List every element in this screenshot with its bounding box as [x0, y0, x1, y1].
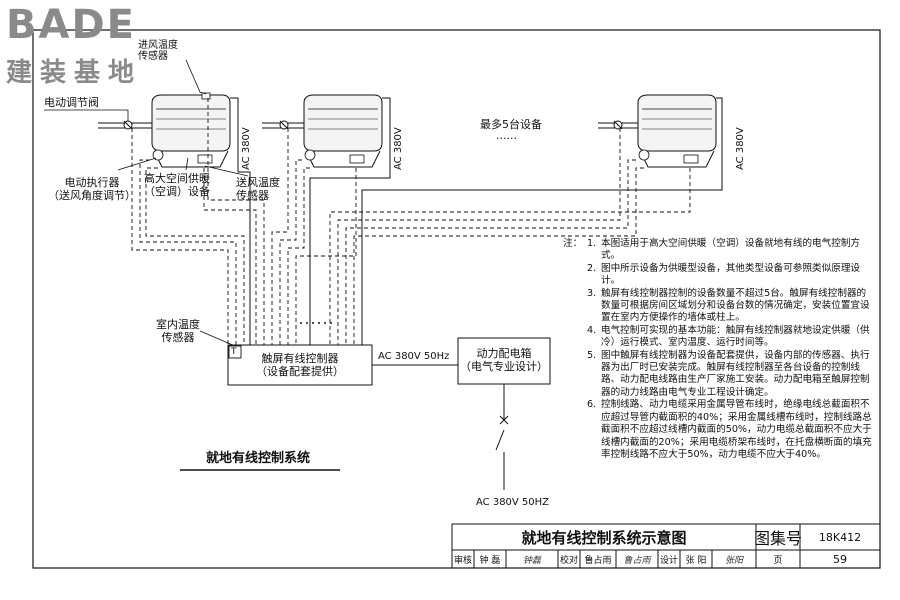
note-number: 6.: [587, 399, 597, 411]
ac380-label-2: AC 380V: [393, 127, 404, 170]
note-number: 1.: [587, 238, 597, 249]
drawing-title: 就地有线控制系统示意图: [521, 528, 687, 547]
designer-signature: 张阳: [724, 555, 743, 566]
check-label: 校对: [559, 555, 578, 566]
damper-pipe-3: [598, 120, 638, 130]
atlas-number: 18K412: [818, 530, 862, 544]
note-number: 5.: [587, 349, 597, 361]
intake-sensor-label: 进风温度 传感器: [138, 40, 178, 62]
ac380-label-3: AC 380V: [735, 127, 746, 170]
note-prefix: 注：: [563, 238, 583, 249]
review-label: 审核: [453, 555, 472, 566]
notes-block: 注： 1. 本图适用于高大空间供暖（空调）设备就地有线的电气控制方式。 2. 图中所示设…: [563, 238, 873, 461]
feed-label: AC 380V 50Hz: [378, 351, 450, 362]
power-box-label: 动力配电箱 （电气专业设计）: [460, 347, 548, 373]
note-item: 4. 电气控制可实现的基本功能：触屏有线控制器就地设定供暖（供冷）运行模式、室内温…: [563, 325, 873, 350]
title-block-grid: [451, 523, 881, 569]
note-text: 触屏有线控制器控制的设备数量不超过5台。触屏有线控制器的数量可根据房间区域划分和…: [601, 287, 870, 324]
max-devices-dots: ······: [496, 132, 517, 145]
note-number: 2.: [587, 262, 597, 274]
checker-signature: 鲁占雨: [623, 555, 651, 566]
power-risers: [230, 97, 723, 100]
note-text: 控制线路、动力电缆采用金属导管布线时，绝缘电线总截面积不应超过导管内截面积的40…: [601, 399, 872, 460]
note-text: 图中触屏有线控制器为设备配套提供，设备内部的传感器、执行器为出厂时已安装完成。触…: [601, 349, 870, 398]
heater-unit-1: [151, 92, 231, 168]
note-text: 图中所示设备为供暖型设备，其他类型设备可参照类似原理设计。: [601, 262, 861, 287]
reviewer-signature: 钟磊: [522, 555, 541, 566]
page-number: 59: [833, 552, 847, 566]
supply-line: [495, 384, 509, 490]
ac380-label-1: AC 380V: [241, 127, 252, 170]
note-text: 本图适用于高大空间供暖（空调）设备就地有线的电气控制方式。: [601, 238, 861, 262]
controller-label: 触屏有线控制器 （设备配套提供）: [256, 352, 344, 378]
actuator-label: 电动执行器 （送风角度调节）: [48, 176, 136, 202]
logo-latin: BADE: [6, 2, 136, 48]
reviewer-name: 钟 磊: [479, 555, 501, 566]
note-item: 6. 控制线路、动力电缆采用金属导管布线时，绝缘电线总截面积不应超过导管内截面积的…: [563, 399, 873, 461]
heater-unit-3: [637, 94, 717, 168]
heater-label: 高大空间供暖 （空调）设备: [144, 172, 210, 198]
atlas-label: 图集号: [754, 529, 803, 548]
note-prefix: [563, 350, 587, 400]
power-box: [457, 337, 551, 385]
note-number: 4.: [587, 324, 597, 336]
designer-name: 张 阳: [685, 555, 707, 566]
design-label: 设计: [659, 555, 678, 566]
damper-pipe-1: [98, 120, 152, 130]
damper-pipe-2: [262, 120, 304, 130]
controller-box: [227, 344, 373, 386]
power-wiring: [237, 100, 723, 345]
note-prefix: [563, 263, 587, 288]
page-label: 页: [773, 555, 783, 566]
note-prefix: [563, 325, 587, 350]
supply-voltage-label: AC 380V 50HZ: [476, 497, 550, 508]
note-item: 3. 触屏有线控制器控制的设备数量不超过5台。触屏有线控制器的数量可根据房间区域划…: [563, 288, 873, 325]
control-wiring: [131, 98, 691, 345]
damper-label: 电动调节阀: [44, 96, 99, 109]
checker-name: 鲁占雨: [584, 555, 612, 566]
supply-sensor-label: 送风温度 传感器: [236, 176, 280, 202]
note-item: 2. 图中所示设备为供暖型设备，其他类型设备可参照类似原理设计。: [563, 263, 873, 288]
leader-lines: [44, 59, 249, 177]
room-sensor-symbol: T: [231, 347, 237, 357]
max-devices-label: 最多5台设备: [480, 118, 542, 131]
note-prefix: [563, 399, 587, 461]
note-item: 5. 图中触屏有线控制器为设备配套提供，设备内部的传感器、执行器为出厂时已安装完成…: [563, 350, 873, 400]
note-item: 注： 1. 本图适用于高大空间供暖（空调）设备就地有线的电气控制方式。: [563, 238, 873, 263]
note-text: 电气控制可实现的基本功能：触屏有线控制器就地设定供暖（供冷）运行模式、室内温度、…: [601, 324, 870, 349]
logo-chinese: 建装基地: [6, 58, 143, 88]
note-number: 3.: [587, 287, 597, 299]
note-prefix: [563, 288, 587, 325]
system-title: 就地有线控制系统: [206, 451, 311, 466]
room-sensor-label: 室内温度 传感器: [156, 318, 200, 344]
heater-unit-2: [303, 94, 383, 168]
